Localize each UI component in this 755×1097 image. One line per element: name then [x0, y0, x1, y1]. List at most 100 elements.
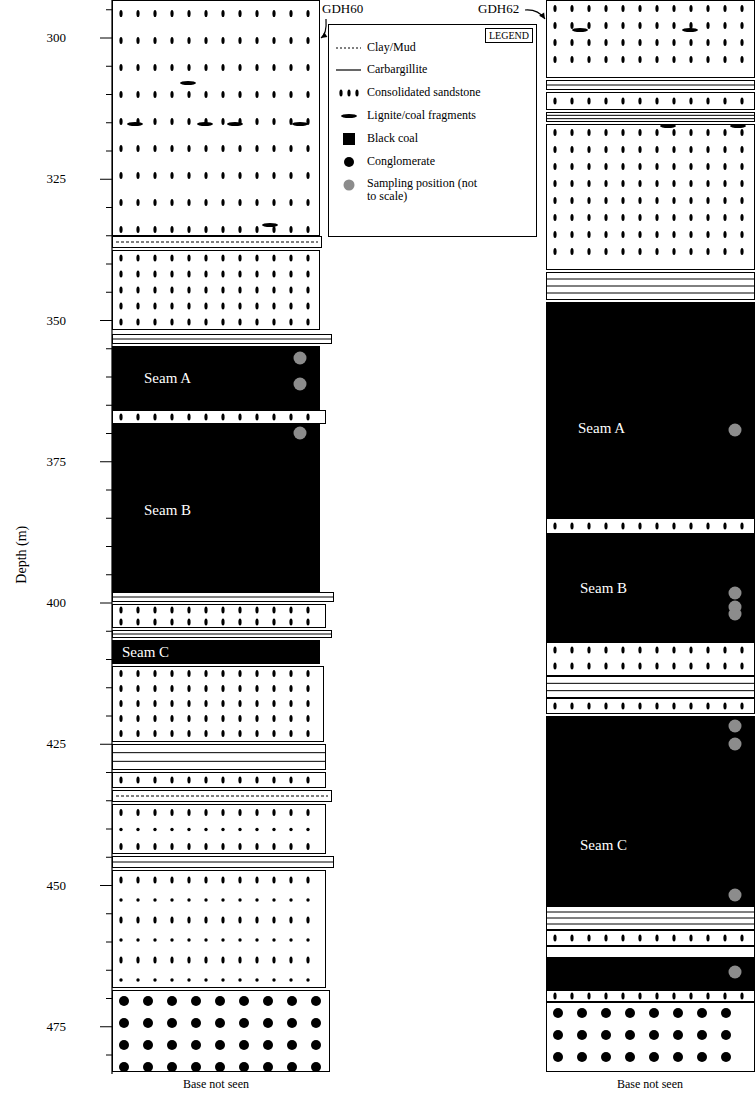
sandstone-grain: [170, 776, 173, 783]
sandstone-grain: [153, 776, 156, 783]
sandstone-grain: [170, 828, 173, 831]
conglomerate-pebble: [311, 996, 321, 1006]
sandstone-grain: [238, 286, 241, 293]
seam-samples: [112, 346, 320, 410]
sandstone-grain: [553, 56, 556, 63]
sandstone-grain: [553, 646, 556, 653]
sandstone-grain: [187, 956, 190, 963]
sandstone-grain: [238, 172, 241, 179]
minor-tick: [106, 1055, 112, 1056]
sandstone-grain: [204, 606, 207, 613]
sandstone-grain: [672, 129, 675, 136]
seam-samples: [546, 534, 755, 642]
sandstone-grain: [272, 145, 275, 152]
sandstone-grain: [689, 56, 692, 63]
sandstone-grain: [136, 10, 139, 17]
sandstone-grain: [221, 843, 224, 850]
conglomerate-pebble: [287, 1062, 297, 1072]
sandstone-grain: [740, 248, 743, 255]
sandstone-grain: [221, 318, 224, 325]
minor-tick: [106, 998, 112, 999]
sandstone-grain: [153, 700, 156, 707]
sandstone-grain: [706, 522, 709, 529]
sandstone-grain: [672, 5, 675, 12]
sandstone-grain: [672, 214, 675, 221]
sandstone-grain: [170, 730, 173, 737]
sandstone-grain: [119, 270, 122, 277]
coal-seam: Seam A: [112, 346, 320, 410]
conglomerate-pebble: [311, 1062, 321, 1072]
sandstone-grain: [672, 56, 675, 63]
sandstone-grain: [553, 231, 556, 238]
conglomerate-pebble: [673, 1030, 683, 1040]
legend-text: Consolidated sandstone: [367, 86, 481, 99]
sandstone-grain: [672, 146, 675, 153]
sandstone-grain: [272, 413, 275, 420]
sandstone-grain: [740, 163, 743, 170]
borehole-name: GDH60: [322, 2, 363, 16]
coal-fragment: [227, 122, 243, 126]
sandstone-grain: [587, 146, 590, 153]
sandstone-grain: [272, 254, 275, 261]
legend-text: Conglomerate: [367, 155, 435, 168]
sandstone-grain: [187, 270, 190, 277]
sandstone-grain: [289, 302, 292, 309]
sandstone-grain: [706, 22, 709, 29]
sandstone-grain: [604, 163, 607, 170]
sandstone-grain: [204, 286, 207, 293]
sandstone-grain: [706, 56, 709, 63]
clay-line: [116, 242, 318, 243]
sandstone-grain: [221, 37, 224, 44]
sandstone-grain: [204, 978, 207, 981]
coal-fragment: [262, 223, 278, 227]
conglomerate-pebble: [287, 1018, 297, 1028]
sandstone-grain: [621, 197, 624, 204]
carbargillite-line: [547, 293, 754, 294]
sandstone-grain: [689, 180, 692, 187]
legend-symbol: [336, 48, 361, 49]
sandstone-grain: [136, 286, 139, 293]
sandstone-grain: [255, 700, 258, 707]
sandstone-grain: [221, 286, 224, 293]
sandstone-grain: [153, 145, 156, 152]
sandstone-grain: [136, 254, 139, 261]
minor-tick: [106, 687, 112, 688]
sandstone-grain: [723, 992, 726, 999]
sandstone-grain: [689, 522, 692, 529]
sandstone-grain: [238, 776, 241, 783]
sandstone-grain: [306, 618, 309, 625]
sandstone-grain: [187, 413, 190, 420]
sandstone-grain: [655, 992, 658, 999]
sand-layer: [113, 251, 320, 330]
sandstone-grain: [255, 302, 258, 309]
seam-label: Seam A: [578, 420, 625, 437]
sandstone-grain: [553, 992, 556, 999]
sandstone-grain: [238, 199, 241, 206]
sandstone-grain: [587, 180, 590, 187]
sandstone-grain: [136, 606, 139, 613]
sandstone-grain: [255, 809, 258, 816]
sandstone-grain: [570, 5, 573, 12]
sandstone-grain: [204, 10, 207, 17]
sandstone-grain: [136, 318, 139, 325]
sandstone-grain: [689, 231, 692, 238]
sandstone-grain: [170, 938, 173, 941]
sandstone-grain: [289, 606, 292, 613]
legend-symbol: [347, 89, 350, 96]
conglomerate-pebble: [263, 996, 273, 1006]
sandstone-grain: [655, 146, 658, 153]
sandstone-grain: [553, 214, 556, 221]
minor-tick: [106, 800, 112, 801]
conglomerate-pebble: [263, 1040, 273, 1050]
sandstone-grain: [221, 91, 224, 98]
sandstone-grain: [136, 843, 139, 850]
conglomerate-pebble: [601, 1030, 611, 1040]
sandstone-grain: [221, 254, 224, 261]
carbargillite-line: [113, 597, 333, 598]
sandstone-grain: [170, 254, 173, 261]
sandstone-grain: [153, 413, 156, 420]
sandstone-grain: [689, 163, 692, 170]
carb-layer: [547, 907, 755, 930]
sandstone-grain: [187, 91, 190, 98]
sand-layer: [547, 519, 755, 534]
